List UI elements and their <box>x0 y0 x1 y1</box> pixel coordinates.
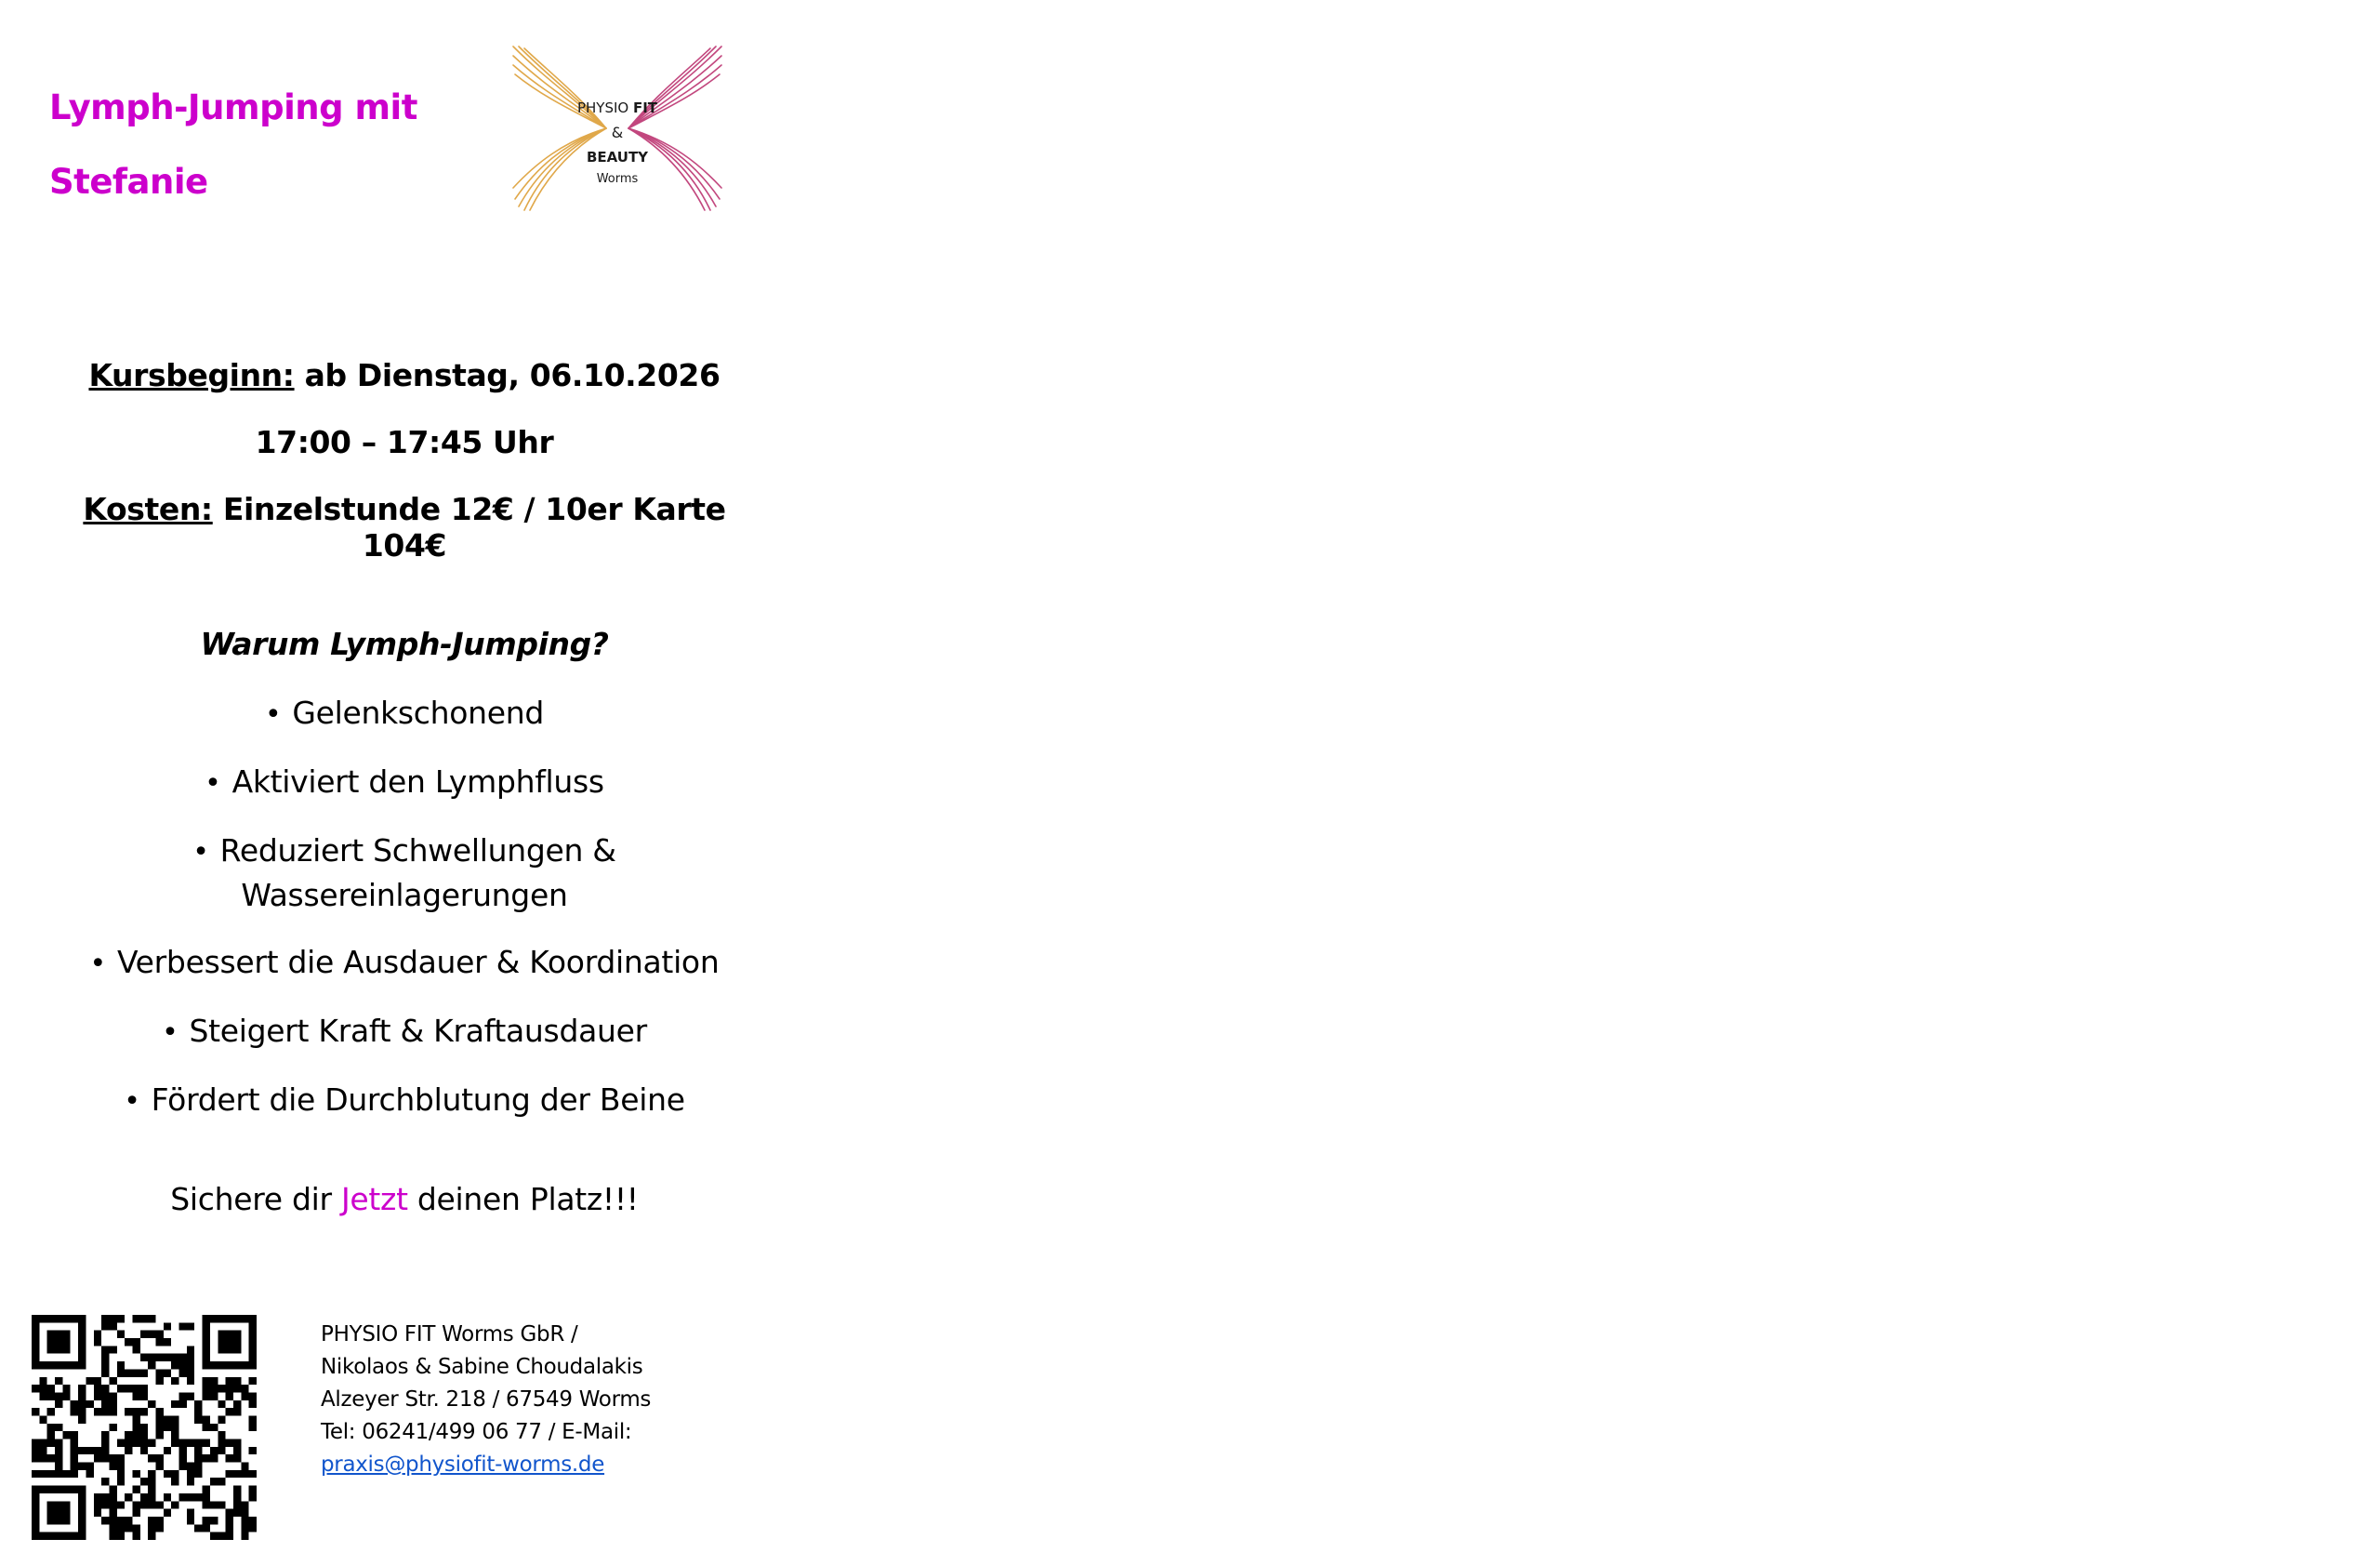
benefit-text: Verbessert die Ausdauer & Koordination <box>116 944 720 980</box>
benefits-list: • Gelenkschonend • Aktiviert den Lymphflus… <box>37 692 772 1147</box>
contact-info: PHYSIO FIT Worms GbR / Nikolaos & Sabine… <box>321 1319 651 1481</box>
benefit-text: Steigert Kraft & Kraftausdauer <box>189 1013 647 1049</box>
benefits-heading: Warum Lymph-Jumping? <box>200 626 609 662</box>
contact-email-link[interactable]: praxis@physiofit-worms.de <box>321 1453 605 1477</box>
course-start: Kursbeginn: ab Dienstag, 06.10.2026 <box>37 357 772 393</box>
contact-owners: Nikolaos & Sabine Choudalakis <box>321 1355 643 1379</box>
benefit-text: Fördert die Durchblutung der Beine <box>151 1081 685 1118</box>
bullet-icon: • <box>264 698 282 731</box>
benefit-item: • Verbessert die Ausdauer & Koordination <box>37 941 772 986</box>
course-cost-value: Einzelstunde 12€ / 10er Karte 104€ <box>212 491 726 564</box>
benefit-text: Gelenkschonend <box>292 695 545 731</box>
logo-text-beauty: BEAUTY <box>586 149 649 166</box>
course-cost: Kosten: Einzelstunde 12€ / 10er Karte 10… <box>37 491 772 564</box>
logo-text-fit: FIT <box>632 99 658 116</box>
bullet-icon: • <box>124 1085 140 1118</box>
logo-text-physio-fit: PHYSIO FIT <box>509 99 725 116</box>
butterfly-wings-icon <box>512 46 722 211</box>
benefit-item: • Steigert Kraft & Kraftausdauer <box>37 1010 772 1055</box>
course-start-value: ab Dienstag, 06.10.2026 <box>294 357 721 393</box>
page-title-line-2: Stefanie <box>49 162 208 202</box>
contact-phone: Tel: 06241/499 06 77 / E-Mail: <box>321 1420 632 1444</box>
bullet-icon: • <box>162 1016 178 1049</box>
page-title: Lymph-Jumping mit Stefanie <box>49 71 440 219</box>
benefit-item: • Fördert die Durchblutung der Beine <box>37 1079 772 1123</box>
page-title-line-1: Lymph-Jumping mit <box>49 87 417 127</box>
logo-text-worms: Worms <box>596 172 639 186</box>
contact-company: PHYSIO FIT Worms GbR / <box>321 1322 578 1346</box>
call-to-action: Sichere dir Jetzt deinen Platz!!! <box>37 1181 772 1217</box>
qr-code-icon <box>32 1315 257 1540</box>
course-start-label: Kursbeginn: <box>88 357 295 393</box>
benefit-item: • Gelenkschonend <box>37 692 772 736</box>
course-cost-label: Kosten: <box>83 491 213 527</box>
bullet-icon: • <box>205 767 221 800</box>
benefit-item: • Reduziert Schwellungen & Wassereinlager… <box>186 829 623 917</box>
contact-address: Alzeyer Str. 218 / 67549 Worms <box>321 1387 652 1412</box>
logo-text-ampersand: & <box>611 124 624 141</box>
logo-text-physio: PHYSIO <box>576 99 633 116</box>
qr-code[interactable] <box>32 1315 257 1540</box>
brand-logo: PHYSIO FIT & BEAUTY Worms <box>509 43 725 216</box>
benefit-text: Reduziert Schwellungen & Wassereinlageru… <box>219 832 616 913</box>
cta-highlight: Jetzt <box>340 1181 408 1217</box>
cta-text-after: deinen Platz!!! <box>407 1181 639 1217</box>
cta-text-before: Sichere dir <box>170 1181 341 1217</box>
bullet-icon: • <box>89 948 107 980</box>
bullet-icon: • <box>192 836 209 869</box>
benefit-text: Aktiviert den Lymphfluss <box>231 763 605 800</box>
benefit-item: • Aktiviert den Lymphfluss <box>37 761 772 805</box>
course-time: 17:00 – 17:45 Uhr <box>255 424 554 460</box>
